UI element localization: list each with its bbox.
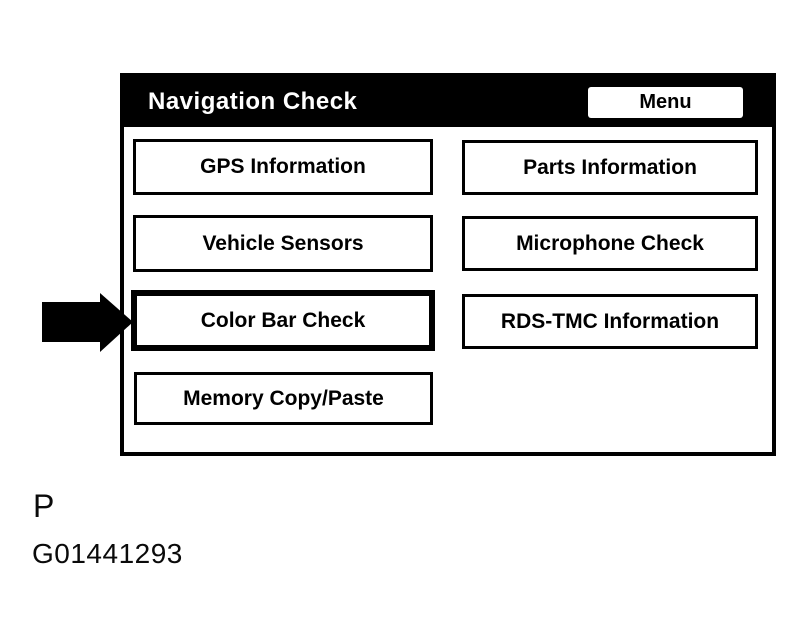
menu-button[interactable]: Menu	[588, 87, 743, 118]
navigation-check-screen: Navigation Check Menu GPS Information Pa…	[120, 73, 776, 456]
arrow-right-icon	[42, 293, 133, 352]
vehicle-sensors-button[interactable]: Vehicle Sensors	[133, 215, 433, 272]
arrow-body	[42, 302, 102, 342]
parts-information-button[interactable]: Parts Information	[462, 140, 758, 195]
memory-copy-paste-button[interactable]: Memory Copy/Paste	[134, 372, 433, 425]
microphone-check-button[interactable]: Microphone Check	[462, 216, 758, 271]
figure-id: G01441293	[32, 538, 183, 569]
title-bar: Navigation Check Menu	[124, 77, 772, 127]
rds-tmc-information-button[interactable]: RDS-TMC Information	[462, 294, 758, 349]
figure-label: P	[33, 488, 55, 524]
arrow-head	[100, 293, 133, 352]
gps-information-button[interactable]: GPS Information	[133, 139, 433, 195]
color-bar-check-button[interactable]: Color Bar Check	[131, 290, 435, 351]
screen-title: Navigation Check	[148, 88, 358, 115]
